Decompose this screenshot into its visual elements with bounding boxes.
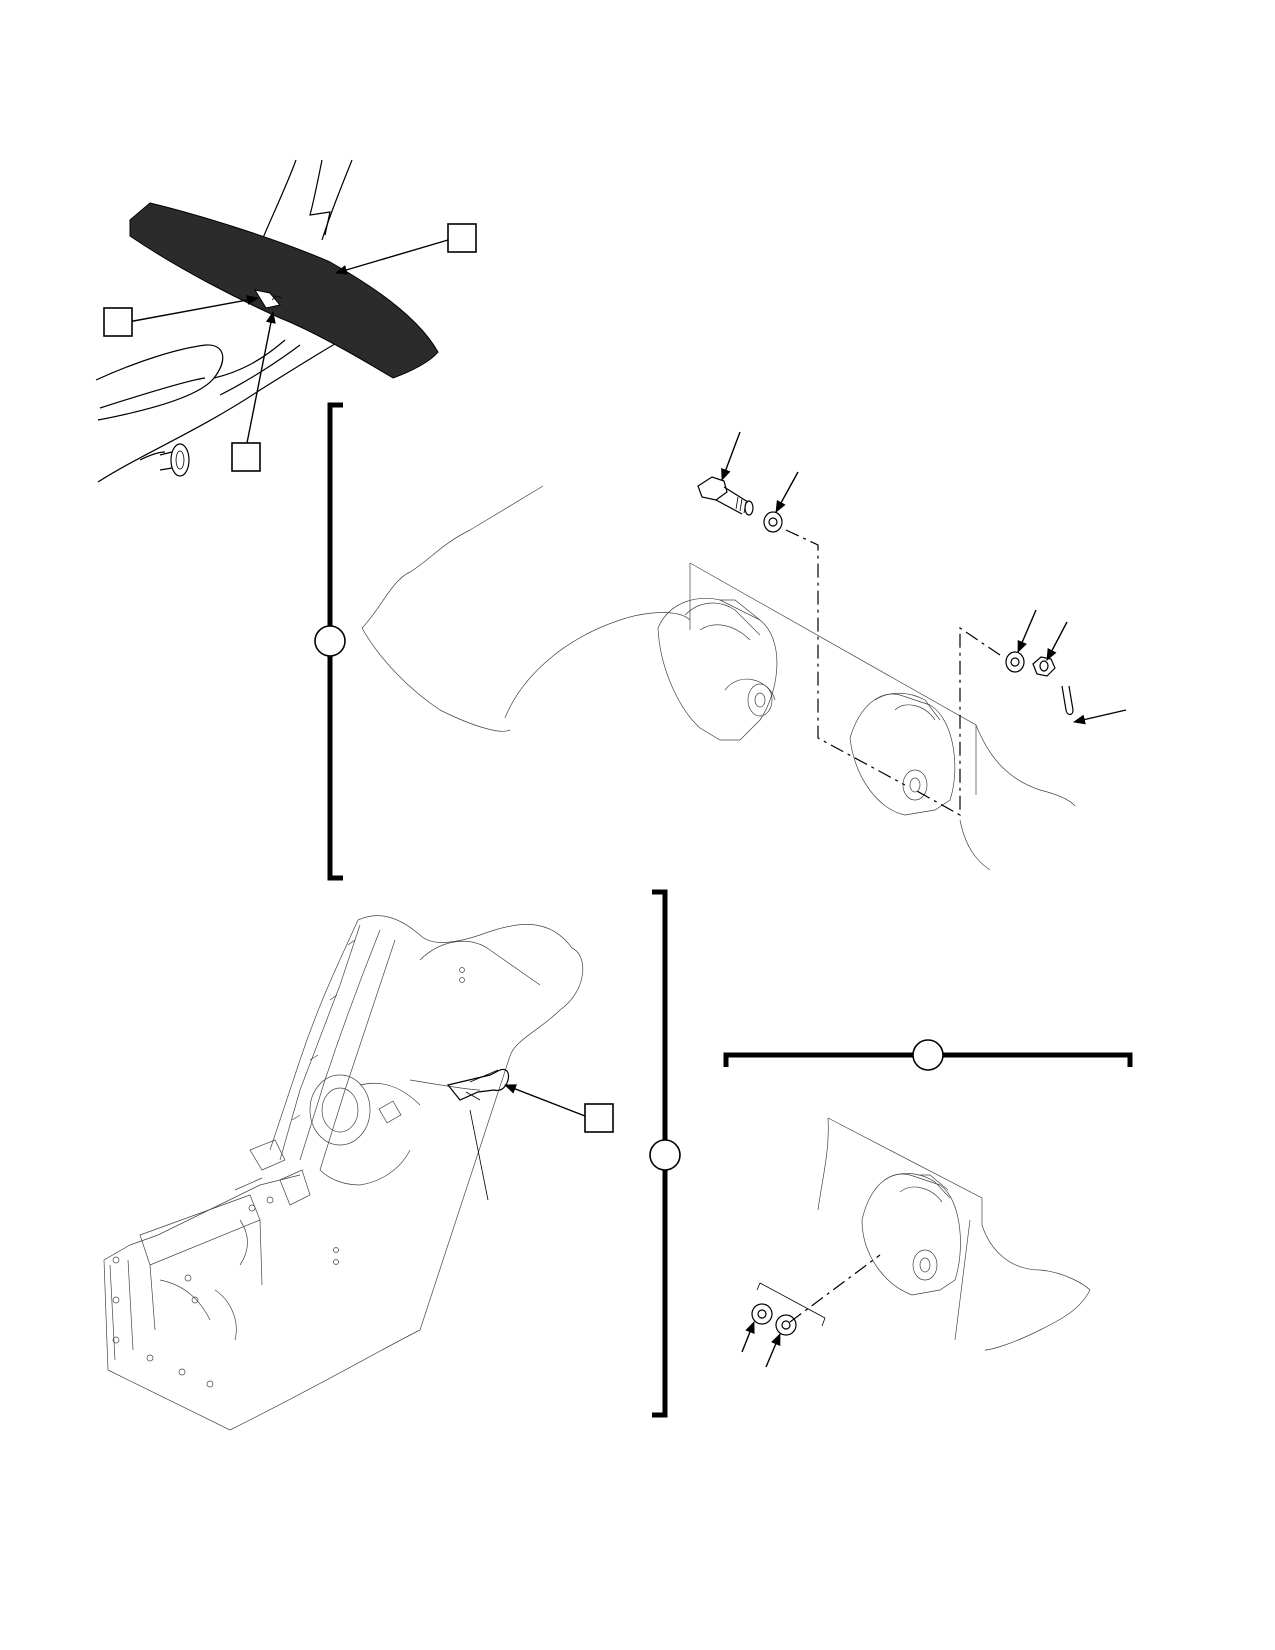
callout-box bbox=[103, 307, 133, 337]
bracket-hinge-installed bbox=[649, 889, 681, 1418]
bracket-horizontal bbox=[723, 1039, 1133, 1071]
bracket-hinge-exploded bbox=[314, 402, 346, 881]
callout-box bbox=[584, 1103, 614, 1133]
hinge-installed-view bbox=[741, 1117, 1091, 1368]
hinge-exploded-view bbox=[361, 431, 1127, 871]
bolt bbox=[697, 476, 754, 516]
seat-base-view bbox=[103, 915, 586, 1431]
blackout-panel bbox=[129, 202, 439, 379]
callout-box bbox=[447, 223, 477, 253]
overview-view bbox=[95, 159, 449, 483]
callout-box bbox=[231, 442, 261, 472]
